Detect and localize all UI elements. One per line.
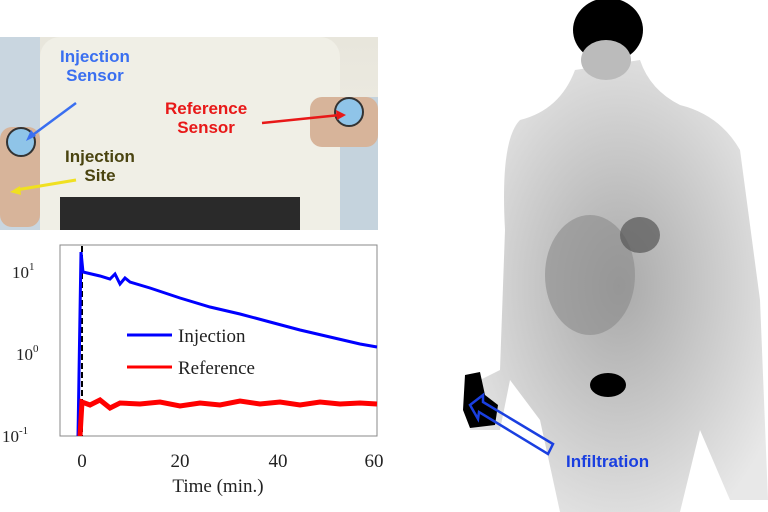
label-line: Sensor xyxy=(177,118,235,137)
pants xyxy=(60,197,300,230)
svg-text:60: 60 xyxy=(365,451,384,472)
svg-text:Reference: Reference xyxy=(178,358,255,379)
injection-site-label: Injection Site xyxy=(65,147,135,185)
annotation-arrows xyxy=(10,101,346,195)
injection-sensor-label: Injection Sensor xyxy=(60,47,130,85)
x-tick-labels: 0 20 40 60 xyxy=(77,451,383,472)
svg-text:40: 40 xyxy=(269,451,288,472)
injection-series xyxy=(76,251,378,437)
svg-text:Injection: Injection xyxy=(178,326,246,347)
reference-series xyxy=(77,397,378,437)
svg-text:20: 20 xyxy=(171,451,190,472)
svg-text:101: 101 xyxy=(12,261,35,282)
pet-scan-image xyxy=(463,0,768,512)
infiltration-hotspot xyxy=(463,372,498,428)
reference-sensor-label: Reference Sensor xyxy=(165,99,247,137)
time-activity-chart: 101 100 10-1 0 20 40 60 Time (min.) Inje… xyxy=(2,244,384,497)
y-tick-labels: 101 100 10-1 xyxy=(2,261,39,446)
svg-text:100: 100 xyxy=(16,343,39,364)
label-line: Sensor xyxy=(66,66,124,85)
x-axis-label: Time (min.) xyxy=(172,476,263,497)
svg-text:0: 0 xyxy=(77,451,87,472)
patient-photo: Injection Sensor Reference Sensor Inject… xyxy=(0,37,378,230)
label-line: Injection xyxy=(65,147,135,166)
bladder-uptake xyxy=(590,373,626,397)
label-line: Site xyxy=(84,166,116,185)
label-line: Injection xyxy=(60,47,130,66)
label-line: Reference xyxy=(165,99,248,118)
infiltration-arrow xyxy=(468,392,555,456)
legend: Injection Reference xyxy=(127,326,255,379)
infiltration-label: Infiltration xyxy=(566,452,650,471)
svg-text:10-1: 10-1 xyxy=(2,425,28,446)
